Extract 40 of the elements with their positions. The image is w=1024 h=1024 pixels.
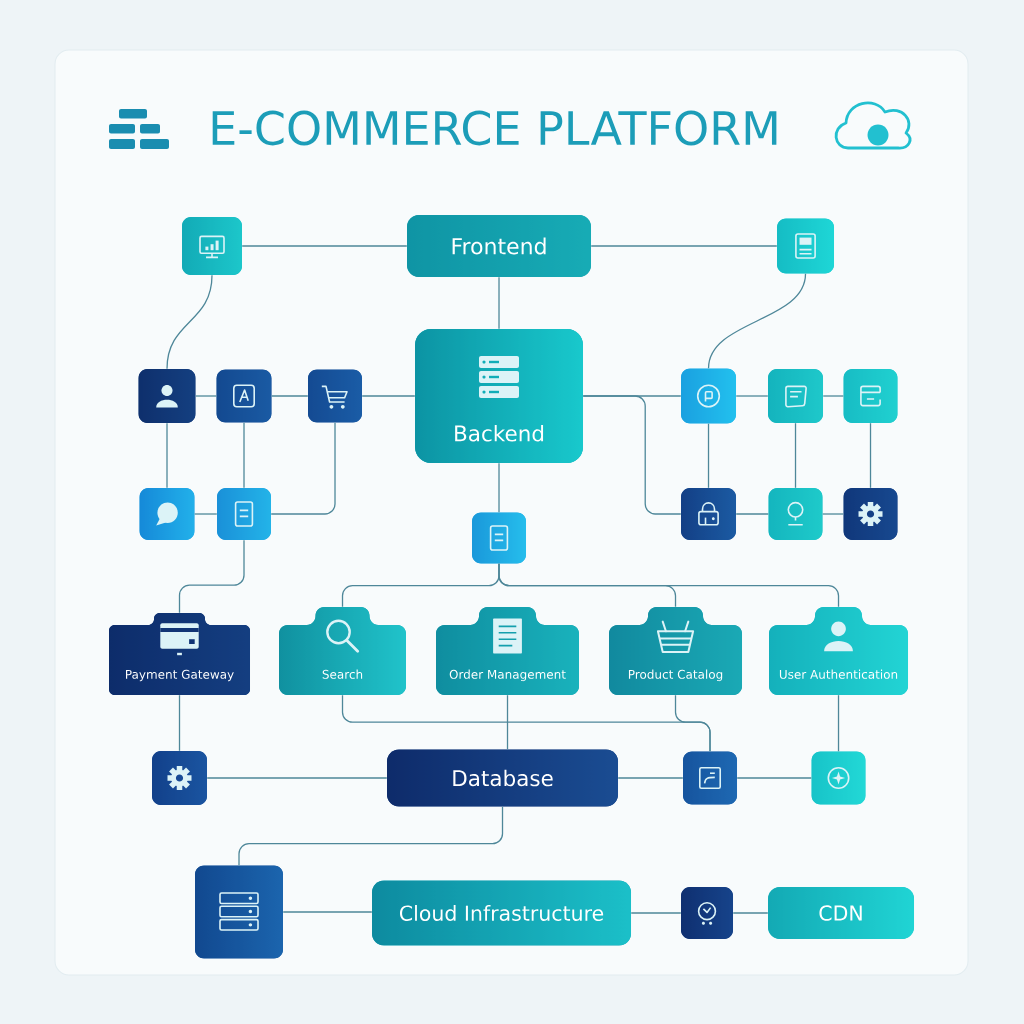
connector-line (206, 777, 388, 779)
connector-line (735, 395, 769, 397)
connector-line (630, 912, 682, 914)
connector-line (194, 513, 218, 515)
connector-line (869, 422, 872, 489)
connector-line (361, 395, 416, 397)
connector-line (270, 422, 336, 515)
connector-line (736, 777, 812, 779)
connector-line (707, 273, 807, 369)
connector-line (178, 539, 245, 614)
connector-line (178, 694, 181, 752)
connector-line (282, 911, 373, 913)
component-box: Frontend (407, 215, 591, 277)
connector-line (617, 777, 684, 779)
connector-line (498, 462, 500, 513)
component-box: Cloud Infrastructure (372, 880, 631, 946)
title: E-COMMERCE PLATFORM (212, 110, 777, 146)
connector-line (822, 395, 844, 397)
connector-line (498, 563, 840, 608)
connector-line (195, 395, 217, 397)
connector-line (271, 395, 309, 397)
connector-line (506, 694, 509, 750)
connector-line (674, 694, 711, 752)
connector-line (732, 912, 769, 914)
component-box: CDN (768, 887, 914, 939)
connector-line (241, 245, 408, 247)
connector-line (166, 274, 213, 370)
connector-line (822, 513, 844, 515)
connector-line (590, 245, 778, 247)
connector-line (582, 395, 682, 515)
connector-line (707, 423, 710, 489)
connector-line (837, 694, 840, 752)
component-box: Backend (415, 329, 583, 463)
connector-line (794, 422, 797, 489)
connector-line (735, 513, 769, 515)
connector-line (243, 422, 245, 489)
connector-line (166, 422, 168, 489)
connector-line (498, 276, 500, 330)
component-box: Database (387, 749, 618, 807)
connector-line (238, 806, 504, 866)
